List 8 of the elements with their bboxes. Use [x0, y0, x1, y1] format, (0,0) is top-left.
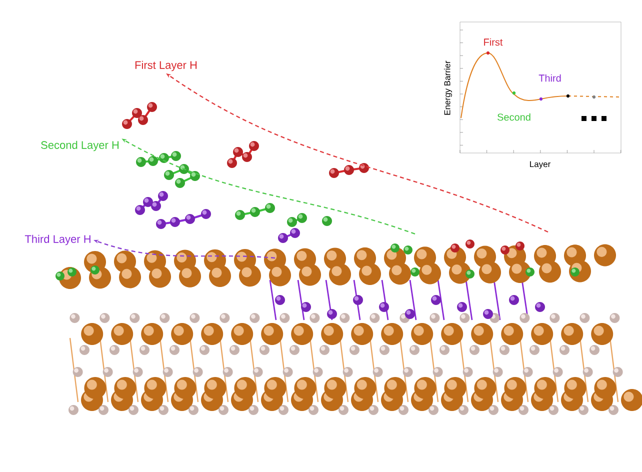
layer-label: First Layer H [135, 60, 197, 72]
axis-title: Energy Barrier [444, 60, 452, 115]
layer-label: Third Layer H [24, 234, 90, 246]
curve-label: Second [498, 113, 530, 121]
curve-label: First [484, 38, 503, 46]
curve-label: Third [538, 74, 561, 82]
axis-title: Layer [530, 161, 550, 169]
layer-label: Second Layer H [41, 140, 119, 152]
